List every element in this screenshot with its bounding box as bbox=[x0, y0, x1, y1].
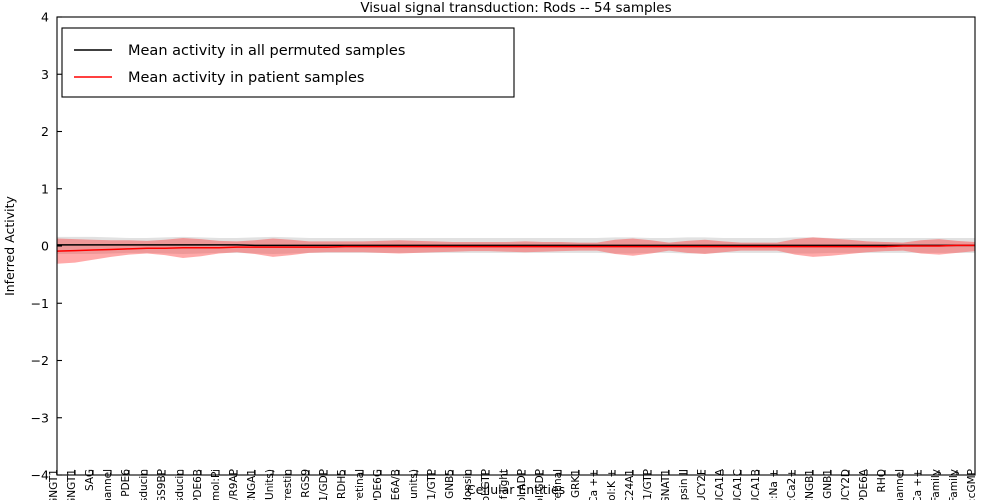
x-tick-label: GNGT1 bbox=[48, 469, 60, 500]
x-tick-label: GUCY2F bbox=[696, 469, 708, 500]
y-tick-label: −2 bbox=[31, 353, 49, 368]
y-tick-label: 4 bbox=[41, 10, 49, 25]
x-axis-title: Cellular Entities bbox=[467, 482, 565, 497]
y-tick-label: −3 bbox=[31, 410, 49, 425]
x-tick-label: Rhodopsin bbox=[462, 469, 474, 500]
chart-title: Visual signal transduction: Rods -- 54 s… bbox=[360, 0, 671, 16]
x-tick-label: mol:Ca ++ bbox=[588, 469, 600, 500]
x-tick-label: GNB5 bbox=[444, 469, 456, 499]
x-tick-label: GNAT1 bbox=[660, 469, 672, 500]
x-tick-label: RGS9 bbox=[300, 469, 312, 498]
x-tick-label: GNAT1/GTP bbox=[642, 469, 654, 500]
x-tick-label: Transducin bbox=[138, 469, 150, 500]
x-tick-label: GRK1 bbox=[570, 469, 582, 498]
x-tick-label: PDE6A/B bbox=[390, 469, 402, 500]
x-tick-label: RDH5 bbox=[336, 469, 348, 499]
x-tick-label: GCAP Family/Ca ++ bbox=[912, 469, 924, 500]
legend-label-patient: Mean activity in patient samples bbox=[128, 70, 364, 86]
x-axis: GNGT1 GNB1/GNGT1 SAG CNG Channel PDE6 Transdu… bbox=[48, 468, 978, 500]
x-tick-label: GNB1/GNGT1 bbox=[66, 469, 78, 500]
x-tick-label: RHO bbox=[876, 469, 888, 492]
chart-legend: Mean activity in all permuted samples Me… bbox=[61, 27, 515, 98]
x-tick-label: mol:GDP bbox=[534, 469, 546, 500]
x-tick-label: GC2/GCAP Family bbox=[930, 469, 942, 500]
x-tick-label: PDE6A bbox=[858, 468, 870, 500]
x-tick-label: GUCA1B bbox=[750, 469, 762, 500]
x-tick-label: GNAT1/GDP bbox=[318, 469, 330, 500]
x-tick-label: PDE6G/GNAT1/GTP bbox=[426, 469, 438, 500]
y-tick-label: −4 bbox=[31, 468, 49, 483]
x-tick-label: cGMP/CNG Channel bbox=[894, 469, 906, 500]
x-tick-label: CNG Channel bbox=[102, 469, 114, 500]
x-tick-label: PDE6B bbox=[192, 469, 204, 500]
x-tick-label: mol:Ca2+ bbox=[786, 469, 798, 500]
x-tick-label: Metarhodopsin II/Transducin bbox=[174, 469, 186, 500]
x-tick-label: mol:all-trans-retinal bbox=[552, 469, 564, 500]
y-tick-label: 2 bbox=[41, 124, 49, 139]
x-tick-label: RGS9-1/Gbeta5/R9AP bbox=[228, 469, 240, 500]
x-tick-label: GC1/GCAP Family bbox=[948, 469, 960, 500]
x-tick-label: mol:Na + bbox=[768, 469, 780, 500]
x-tick-label: mol:11-cis-retinal bbox=[354, 469, 366, 500]
series-line-permuted bbox=[57, 244, 975, 247]
x-tick-label: GUCA1C bbox=[732, 469, 744, 500]
legend-frame bbox=[61, 27, 515, 98]
x-tick-label: GUCA1A bbox=[714, 468, 726, 500]
x-tick-label: Metarhodopsin II bbox=[678, 469, 690, 500]
legend-label-permuted: Mean activity in all permuted samples bbox=[128, 43, 405, 59]
y-tick-label: 3 bbox=[41, 67, 49, 82]
x-tick-label: mol:K + bbox=[606, 469, 618, 500]
x-tick-label: mol:ADP bbox=[516, 469, 528, 500]
series-line-patient bbox=[56, 244, 975, 252]
x-tick-label: CNGA1 bbox=[246, 469, 258, 500]
x-tick-label: Metarhodopsin II/Arrestin bbox=[282, 469, 294, 500]
y-tick-label: 1 bbox=[41, 181, 49, 196]
x-tick-label: SLC24A1 bbox=[624, 469, 636, 500]
x-tick-label: SAG bbox=[84, 469, 96, 491]
x-tick-label: GNB1 bbox=[822, 469, 834, 499]
x-tick-label: GUCY2D bbox=[840, 469, 852, 500]
x-tick-label: Na + (4 Units) bbox=[264, 469, 276, 500]
y-axis: −4 −3 −2 −1 0 1 2 3 4 bbox=[31, 10, 62, 483]
y-tick-label: −1 bbox=[31, 296, 49, 311]
x-tick-label: PDE6G bbox=[372, 469, 384, 500]
x-tick-label: absorption of light bbox=[498, 469, 510, 500]
y-tick-label: 0 bbox=[41, 239, 49, 254]
band-patient bbox=[57, 237, 975, 264]
x-tick-label: PDE6 bbox=[120, 469, 132, 497]
x-tick-label: mol:GTP bbox=[480, 469, 492, 500]
x-tick-label: mol:Pi bbox=[210, 469, 222, 500]
x-tick-label: CNGB1 bbox=[804, 469, 816, 500]
x-tick-label: mol:GMP (4 units) bbox=[408, 469, 420, 500]
x-tick-label: RGS9BP bbox=[156, 469, 168, 500]
y-axis-title: Inferred Activity bbox=[2, 195, 17, 295]
x-tick-label: mol:cGMP bbox=[966, 469, 978, 500]
